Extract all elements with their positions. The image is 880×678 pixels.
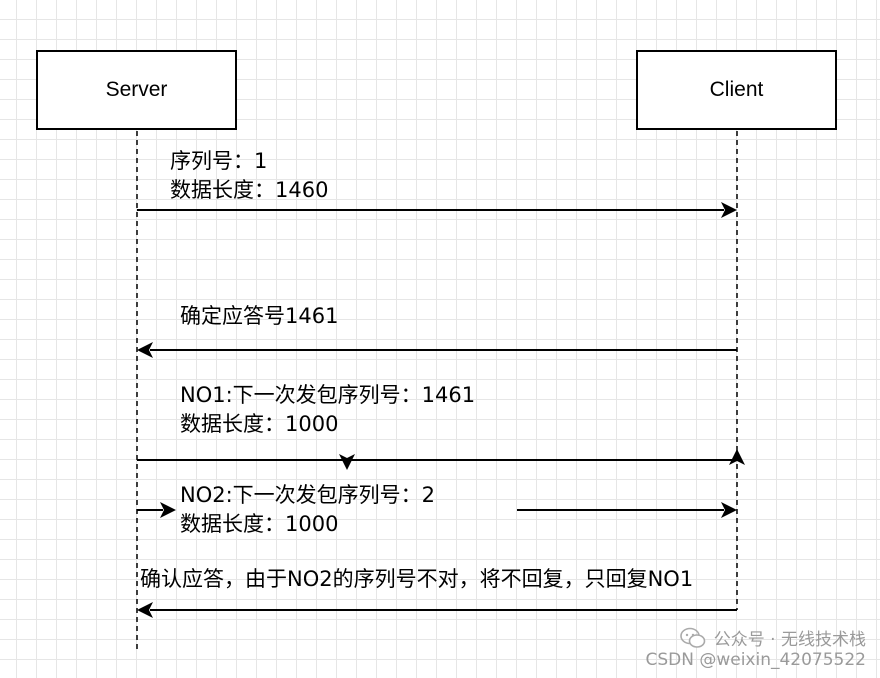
- message-4-line-2: 数据长度：1000: [180, 512, 339, 536]
- message-1-line-1: 序列号：1: [170, 149, 268, 173]
- message-1-line-2: 数据长度：1460: [170, 178, 329, 202]
- message-3-end-arrowhead: [729, 449, 745, 465]
- watermark-line-2: CSDN @weixin_42075522: [645, 650, 866, 670]
- message-1-label: 序列号：1 数据长度：1460: [170, 147, 328, 205]
- message-4-start-arrowhead: [160, 502, 176, 518]
- message-3-label: NO1:下一次发包序列号：1461 数据长度：1000: [180, 381, 475, 439]
- message-1-arrowhead: [721, 202, 737, 218]
- message-4-line-1: NO2:下一次发包序列号：2: [180, 483, 436, 507]
- message-5-line-1: 确认应答，由于NO2的序列号不对，将不回复，只回复NO1: [140, 567, 694, 591]
- server-label: Server: [105, 78, 168, 101]
- message-4-end-arrowhead: [721, 502, 737, 518]
- message-2-line-1: 确定应答号1461: [180, 304, 339, 328]
- watermark: 公众号 · 无线技术栈 CSDN @weixin_42075522: [645, 625, 866, 670]
- client-actor-box: Client: [636, 50, 837, 130]
- message-3-mid-arrowhead: [339, 454, 355, 470]
- message-5-label: 确认应答，由于NO2的序列号不对，将不回复，只回复NO1: [140, 565, 693, 594]
- message-3-line-1: NO1:下一次发包序列号：1461: [180, 383, 476, 407]
- wechat-icon: [679, 627, 706, 648]
- server-actor-box: Server: [36, 50, 237, 130]
- message-3-line-2: 数据长度：1000: [180, 412, 339, 436]
- message-2-label: 确定应答号1461: [180, 302, 338, 331]
- client-label: Client: [709, 78, 764, 101]
- watermark-line-1: 公众号 · 无线技术栈: [713, 630, 866, 650]
- message-2-arrowhead: [137, 342, 153, 358]
- message-5-arrowhead: [137, 602, 153, 618]
- message-4-label: NO2:下一次发包序列号：2 数据长度：1000: [180, 481, 435, 539]
